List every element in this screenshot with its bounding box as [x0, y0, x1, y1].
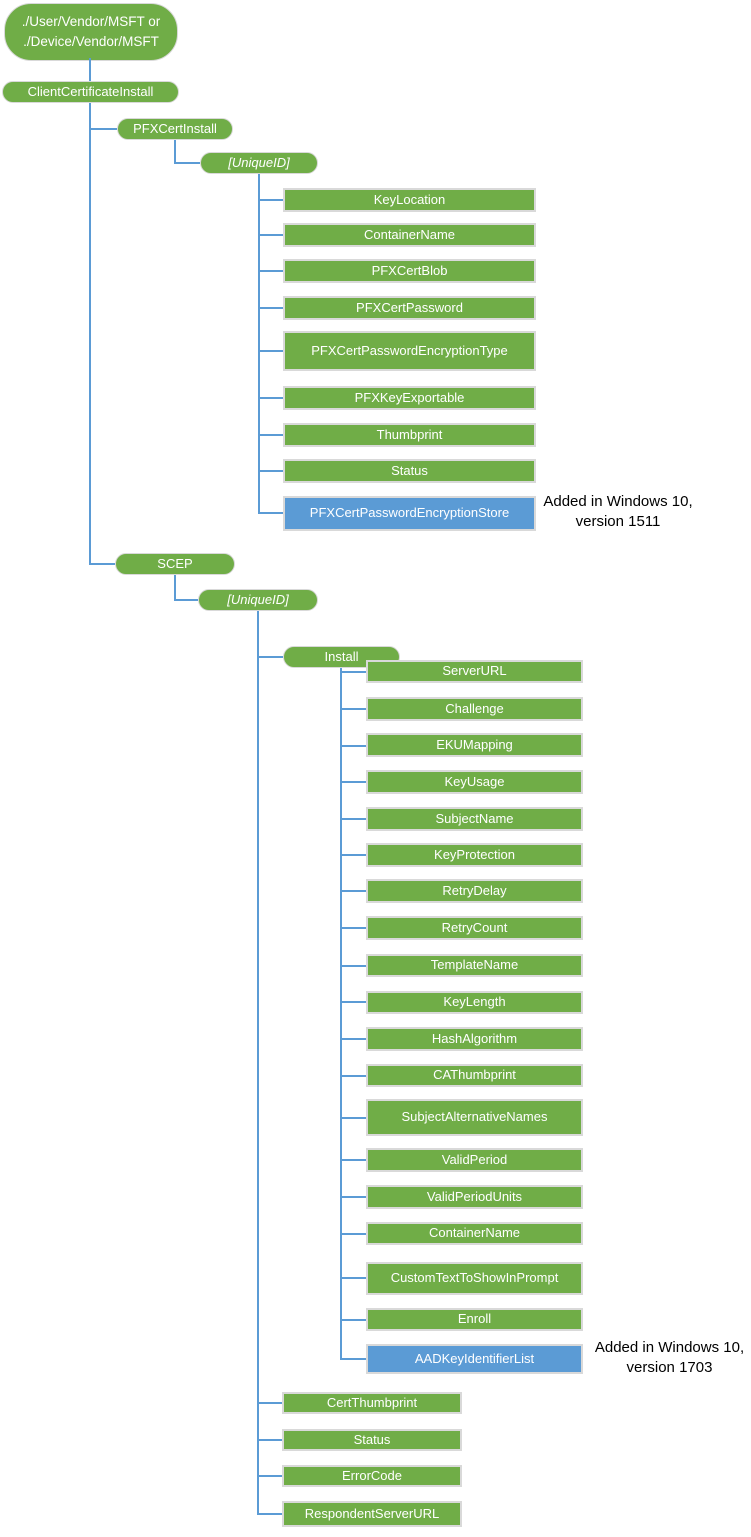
- connector-line: [340, 668, 342, 1360]
- node-keylocation: KeyLocation: [283, 188, 536, 212]
- node-pfxcertblob: PFXCertBlob: [283, 259, 536, 283]
- node-validperiod: ValidPeriod: [366, 1148, 583, 1172]
- node-clientcertificateinstall: ClientCertificateInstall: [2, 81, 179, 103]
- connector-line: [258, 397, 283, 399]
- connector-line: [340, 927, 366, 929]
- connector-line: [258, 470, 283, 472]
- connector-line: [340, 1038, 366, 1040]
- connector-line: [340, 818, 366, 820]
- node-hashalgorithm: HashAlgorithm: [366, 1027, 583, 1051]
- node-challenge: Challenge: [366, 697, 583, 721]
- connector-line: [340, 1117, 366, 1119]
- annotation-windows10-1703: Added in Windows 10, version 1703: [588, 1338, 751, 1379]
- node-keyusage: KeyUsage: [366, 770, 583, 794]
- connector-line: [258, 434, 283, 436]
- connector-line: [257, 1513, 282, 1515]
- node-subjectalternativenames: SubjectAlternativeNames: [366, 1099, 583, 1136]
- node-status: Status: [283, 459, 536, 483]
- node-pfxcertinstall: PFXCertInstall: [117, 118, 233, 140]
- node-validperiodunits: ValidPeriodUnits: [366, 1185, 583, 1209]
- connector-line: [89, 103, 91, 565]
- connector-line: [174, 599, 198, 601]
- connector-line: [340, 1001, 366, 1003]
- node-respondentserverurl: RespondentServerURL: [282, 1501, 462, 1527]
- connector-line: [258, 350, 283, 352]
- node-keylength: KeyLength: [366, 991, 583, 1014]
- node-containername: ContainerName: [283, 223, 536, 247]
- annotation-1703-line2: version 1703: [626, 1359, 713, 1377]
- node-retrydelay: RetryDelay: [366, 879, 583, 903]
- connector-line: [340, 1233, 366, 1235]
- connector-line: [340, 671, 366, 673]
- node-root-path: ./User/Vendor/MSFT or ./Device/Vendor/MS…: [4, 3, 178, 61]
- connector-line: [340, 854, 366, 856]
- connector-line: [174, 575, 176, 601]
- node-retrycount: RetryCount: [366, 916, 583, 940]
- node-pfx-uniqueid: [UniqueID]: [200, 152, 318, 174]
- annotation-1511-line1: Added in Windows 10,: [543, 493, 693, 510]
- node-keyprotection: KeyProtection: [366, 843, 583, 867]
- connector-line: [258, 234, 283, 236]
- connector-line: [257, 1402, 282, 1404]
- node-scep-uniqueid: [UniqueID]: [198, 589, 318, 611]
- node-serverurl: ServerURL: [366, 660, 583, 683]
- connector-line: [340, 1075, 366, 1077]
- annotation-1511-line2: version 1511: [575, 513, 661, 531]
- node-customtexttoshowinprompt: CustomTextToShowInPrompt: [366, 1262, 583, 1295]
- connector-line: [340, 1277, 366, 1279]
- connector-line: [340, 965, 366, 967]
- connector-line: [258, 174, 260, 514]
- node-thumbprint: Thumbprint: [283, 423, 536, 447]
- node-enroll: Enroll: [366, 1308, 583, 1331]
- connector-line: [340, 708, 366, 710]
- node-pfxcertpassword: PFXCertPassword: [283, 296, 536, 320]
- connector-line: [340, 1196, 366, 1198]
- connector-line: [340, 1319, 366, 1321]
- node-ekumapping: EKUMapping: [366, 733, 583, 757]
- node-cathumbprint: CAThumbprint: [366, 1064, 583, 1087]
- connector-line: [258, 512, 283, 514]
- node-errorcode: ErrorCode: [282, 1465, 462, 1487]
- connector-line: [257, 611, 259, 1515]
- connector-line: [340, 1159, 366, 1161]
- node-templatename: TemplateName: [366, 954, 583, 977]
- connector-line: [258, 307, 283, 309]
- node-pfxcertpasswordencryptionstore: PFXCertPasswordEncryptionStore: [283, 496, 536, 531]
- connector-line: [89, 128, 117, 130]
- node-certthumbprint: CertThumbprint: [282, 1392, 462, 1414]
- connector-line: [340, 781, 366, 783]
- connector-line: [340, 745, 366, 747]
- node-aadkeyidentifierlist: AADKeyIdentifierList: [366, 1344, 583, 1374]
- node-pfxcertpasswordencryptiontype: PFXCertPasswordEncryptionType: [283, 331, 536, 371]
- connector-line: [174, 162, 200, 164]
- connector-line: [257, 1439, 282, 1441]
- annotation-1703-line1: Added in Windows 10,: [594, 1339, 745, 1356]
- connector-line: [89, 58, 91, 81]
- node-pfxkeyexportable: PFXKeyExportable: [283, 386, 536, 410]
- node-status: Status: [282, 1429, 462, 1451]
- node-containername: ContainerName: [366, 1222, 583, 1245]
- connector-line: [89, 563, 115, 565]
- root-path-line2: ./Device/Vendor/MSFT: [23, 34, 159, 49]
- connector-line: [174, 140, 176, 164]
- annotation-windows10-1511: Added in Windows 10, version 1511: [536, 492, 700, 533]
- connector-line: [258, 199, 283, 201]
- connector-line: [340, 890, 366, 892]
- connector-line: [340, 1358, 366, 1360]
- node-subjectname: SubjectName: [366, 807, 583, 831]
- root-path-line1: ./User/Vendor/MSFT or: [21, 13, 161, 29]
- node-scep: SCEP: [115, 553, 235, 575]
- connector-line: [258, 270, 283, 272]
- connector-line: [257, 1475, 282, 1477]
- connector-line: [257, 656, 283, 658]
